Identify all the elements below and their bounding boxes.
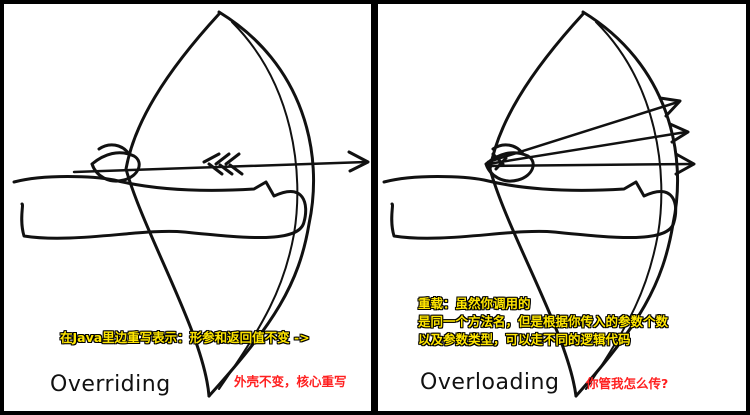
overloading-panel: 重载：虽然你调用的 是同一个方法名，但是根据你传入的参数个数 以及参数类型，可以… <box>378 4 746 411</box>
arrow-head-middle <box>668 122 690 144</box>
overloading-annotation-line-3: 以及参数类型，可以走不同的逻辑代码 <box>418 332 631 347</box>
arrow-shaft <box>72 160 368 174</box>
arrow-head <box>347 150 370 173</box>
bow-limb <box>207 10 316 398</box>
overriding-annotation-yellow: 在Java里边重写表示：形参和返回值不变 -> <box>60 330 310 345</box>
arrow-fletching <box>202 152 244 176</box>
arm <box>382 175 678 240</box>
arrow-head-upper <box>658 96 682 118</box>
overloading-annotation-line-1: 重载：虽然你调用的 <box>418 296 531 311</box>
overriding-annotation-red: 外壳不变，核心重写 <box>234 374 347 389</box>
arrow-fletching <box>491 152 508 171</box>
overloading-annotation-red: 你管我怎么传? <box>586 376 669 391</box>
arrow-shaft-upper <box>486 100 680 164</box>
arrow-shaft-lower <box>486 162 694 168</box>
overriding-panel: 在Java里边重写表示：形参和返回值不变 -> Overriding 外壳不变，… <box>4 4 371 411</box>
overloading-annotation-line-2: 是同一个方法名，但是根据你传入的参数个数 <box>418 314 669 329</box>
arrow-shaft-middle <box>486 130 688 166</box>
overloading-caption: Overloading <box>420 370 560 395</box>
arrow-head-lower <box>674 152 696 176</box>
bow-and-arrow-illustration-overloading <box>382 10 696 398</box>
bow-and-arrow-illustration-overriding <box>12 10 370 398</box>
overriding-caption: Overriding <box>50 372 171 397</box>
arm <box>12 175 308 240</box>
hand <box>484 151 535 183</box>
